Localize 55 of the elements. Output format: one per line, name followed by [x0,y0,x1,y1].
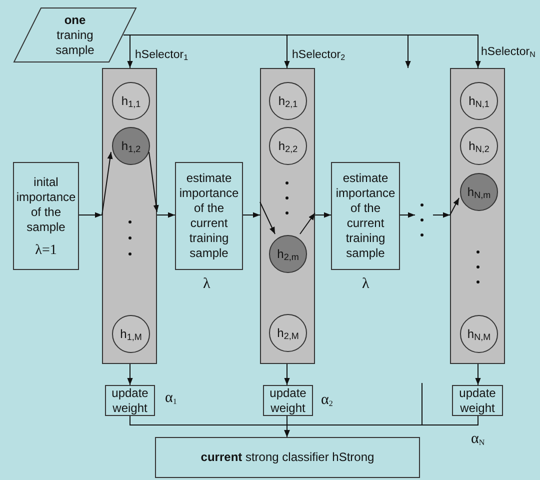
process-box [13,162,79,270]
process-box [155,437,420,478]
node-label: h$_{1,2}$ [121,139,141,153]
node-label: h$_{N,1}$ [468,94,490,108]
arrow [102,152,113,216]
side-label: λ [362,277,370,291]
selector-column [102,68,157,364]
node-label: h$_{N,M}$ [467,327,491,341]
node-label: one [63,12,87,28]
arrow [432,212,450,218]
node-label: h$_{2,m}$ [277,247,299,261]
node-label: update weight [458,386,497,416]
node-label: estimate importance of the current training sample [178,171,240,261]
node-label: traning sample [54,28,96,58]
edge-label: hSelector$_{1}$ [135,48,188,62]
selector-column [450,68,505,364]
node-label: λ=1 [35,242,57,258]
arrow [300,212,316,234]
node-label: update weight [110,386,150,416]
side-label: α$_{2}$ [321,393,333,407]
process-box [452,385,503,416]
arrow [284,416,478,438]
node-label: h$_{N,m}$ [467,185,491,199]
node-label: h$_{2,M}$ [277,326,299,340]
node-label: current strong classifier hStrong [200,450,374,465]
arrow [314,212,332,218]
arrow [400,212,416,218]
arrow [78,212,102,218]
node-label: h$_{1,1}$ [121,94,141,108]
edge-label: hSelector$_{2}$ [292,48,346,62]
arrow [127,364,133,386]
arrow [475,364,481,386]
arrow [284,364,290,386]
node-label: h$_{2,1}$ [278,94,298,108]
process-box [175,162,243,270]
node-label: inital importance of the sample [15,174,77,234]
process-box [263,385,313,416]
side-label: α$_{N}$ [471,432,485,446]
node-label: estimate importance of the current training sample [334,171,396,261]
arrow [260,202,276,234]
input-parallelogram [13,7,137,63]
node-label: h$_{1,M}$ [120,327,142,341]
side-label: α$_{1}$ [165,391,177,405]
arrow [450,198,460,216]
node-label: h$_{N,2}$ [468,139,490,153]
node-label: h$_{2,2}$ [278,139,298,153]
arrow [156,212,176,218]
edge-label: hSelector$_{N}$ [481,45,536,59]
selector-column [260,68,315,364]
side-label: λ [203,277,210,291]
arrow [242,212,260,218]
process-box [331,162,400,270]
node-label: update weight [268,386,308,416]
arrow [148,152,159,212]
process-box [105,385,155,416]
